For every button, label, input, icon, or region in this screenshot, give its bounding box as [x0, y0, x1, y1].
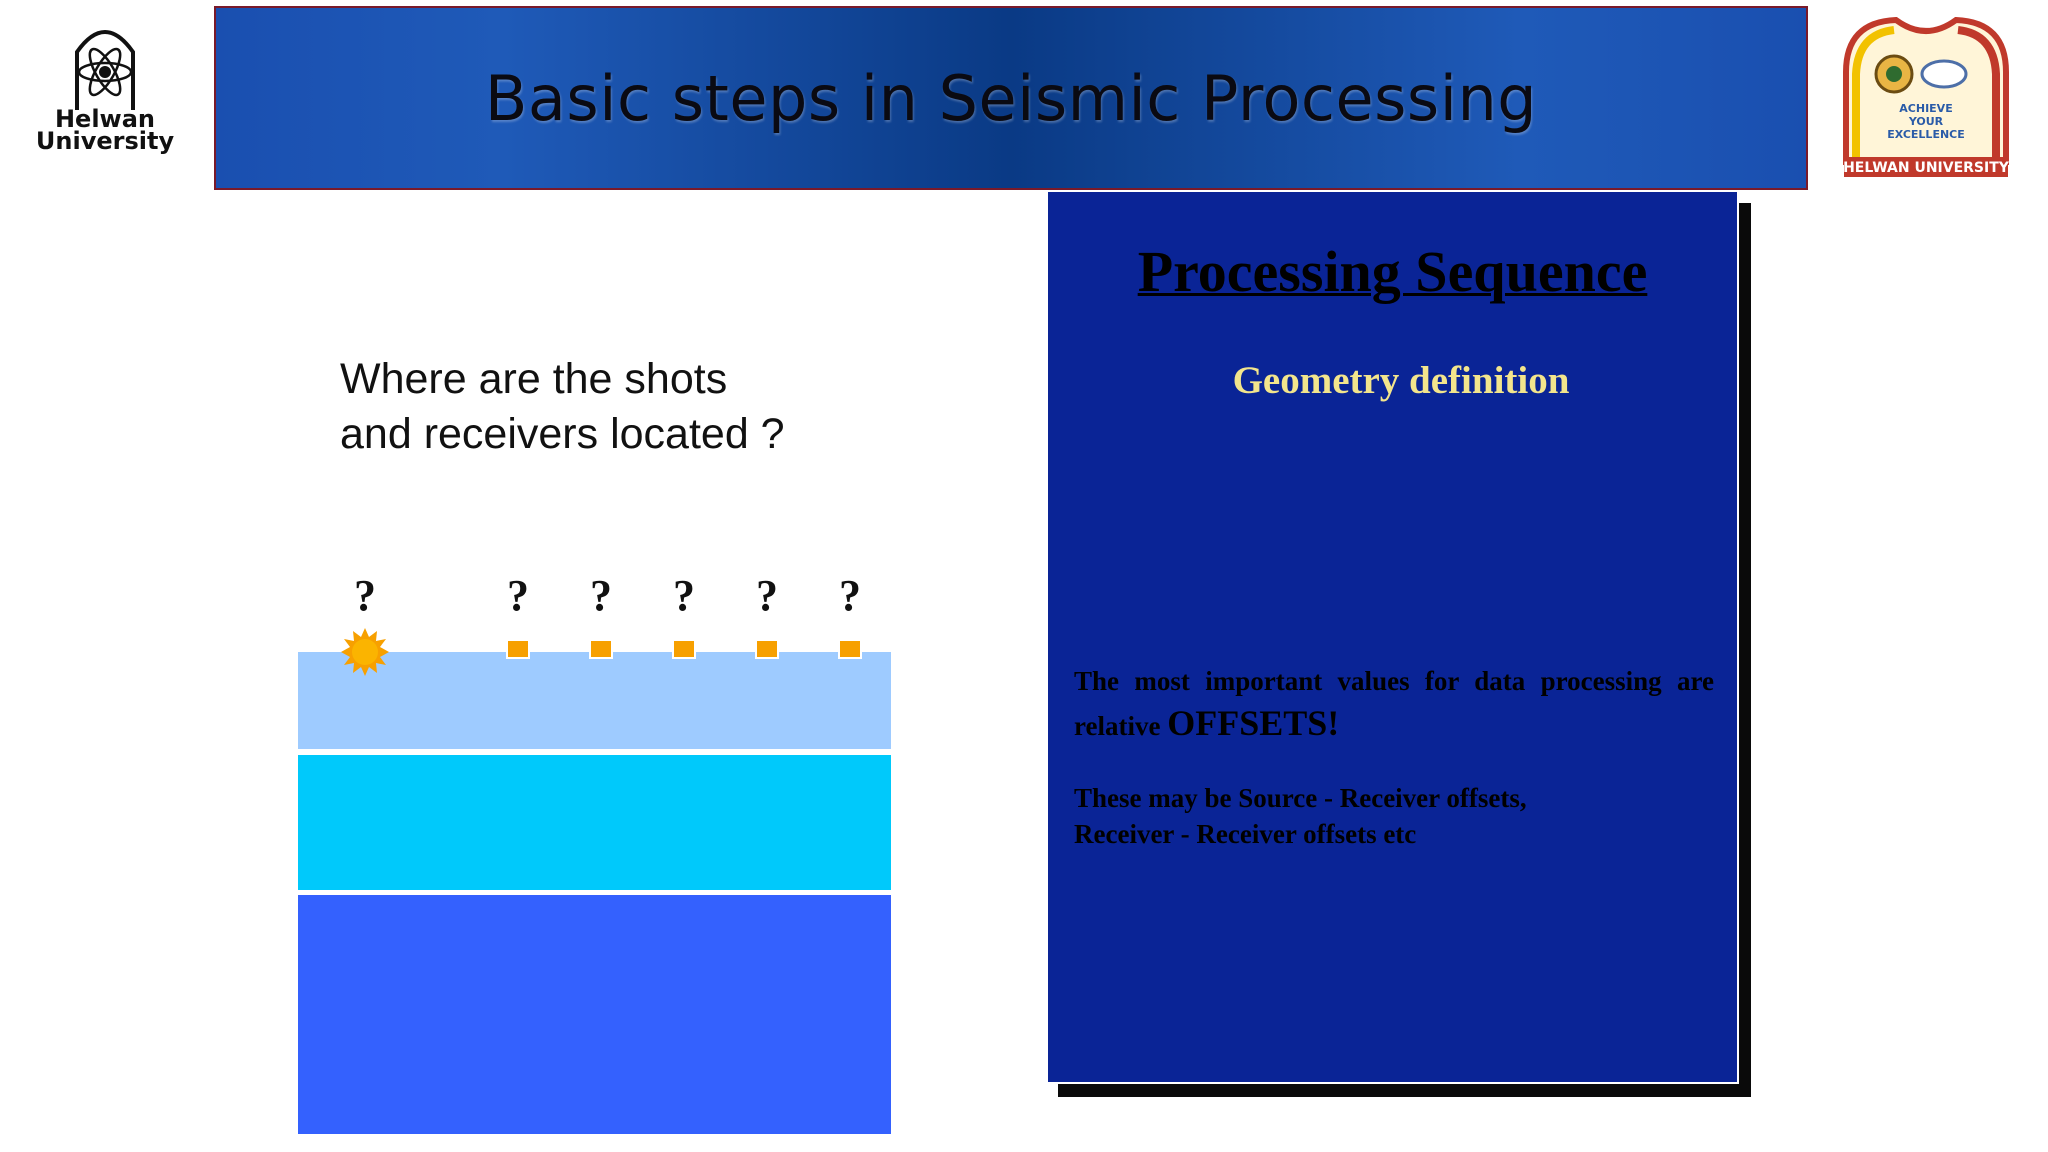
page-title: Basic steps in Seismic Processing: [484, 61, 1538, 135]
question-line1: Where are the shots: [340, 355, 728, 403]
middle-layer: [298, 755, 891, 890]
receiver-question-mark: ?: [756, 571, 778, 620]
offsets-emphasis: OFFSETS!: [1167, 703, 1340, 743]
receiver-icon: [838, 639, 862, 659]
receiver-question-mark: ?: [590, 571, 612, 620]
logo-left-text: Helwan University: [30, 105, 180, 155]
receiver-icon: [755, 639, 779, 659]
offsets-example-line2: Receiver - Receiver offsets etc: [1074, 819, 1417, 849]
panel-title: Processing Sequence: [1137, 239, 1648, 304]
offsets-paragraph: The most important values for data proce…: [1074, 660, 1714, 747]
shot-source-icon: [341, 628, 389, 676]
society-seal-icon: ACHIEVE YOUR EXCELLENCE HELWAN UNIVERSIT…: [1843, 16, 2010, 177]
receiver-question-mark: ?: [839, 571, 861, 620]
receiver-icon: [672, 639, 696, 659]
surface-layer: [298, 652, 891, 749]
receiver-icon: [589, 639, 613, 659]
motto-line3: EXCELLENCE: [1887, 128, 1965, 141]
offsets-text: The most important values for data proce…: [1074, 666, 1714, 741]
processing-sequence-panel: [1046, 190, 1739, 1084]
logo-left-line2: University: [35, 127, 175, 155]
header-banner: Basic steps in Seismic Processing: [214, 6, 1808, 190]
question-line2: and receivers located ?: [340, 410, 785, 458]
receiver-icon: [506, 639, 530, 659]
right-logo-text: HELWAN UNIVERSITY: [1843, 160, 2010, 176]
helwan-geophysics-logo: ACHIEVE YOUR EXCELLENCE HELWAN UNIVERSIT…: [1836, 12, 2016, 180]
receiver-question-mark: ?: [673, 571, 695, 620]
panel-subtitle: Geometry definition: [1232, 359, 1570, 402]
helwan-university-logo: Helwan University: [30, 22, 180, 162]
atom-emblem-icon: [75, 30, 135, 110]
logo-left-line1: Helwan: [54, 105, 156, 133]
question-text: Where are the shots and receivers locate…: [340, 352, 900, 462]
receiver-question-mark: ?: [507, 571, 529, 620]
motto-line1: ACHIEVE: [1899, 102, 1952, 115]
source-question-mark: ?: [354, 571, 376, 620]
offsets-examples: These may be Source - Receiver offsets, …: [1074, 780, 1714, 852]
motto-line2: YOUR: [1908, 115, 1944, 128]
offsets-example-line1: These may be Source - Receiver offsets,: [1074, 783, 1527, 813]
deep-layer: [298, 895, 891, 1134]
